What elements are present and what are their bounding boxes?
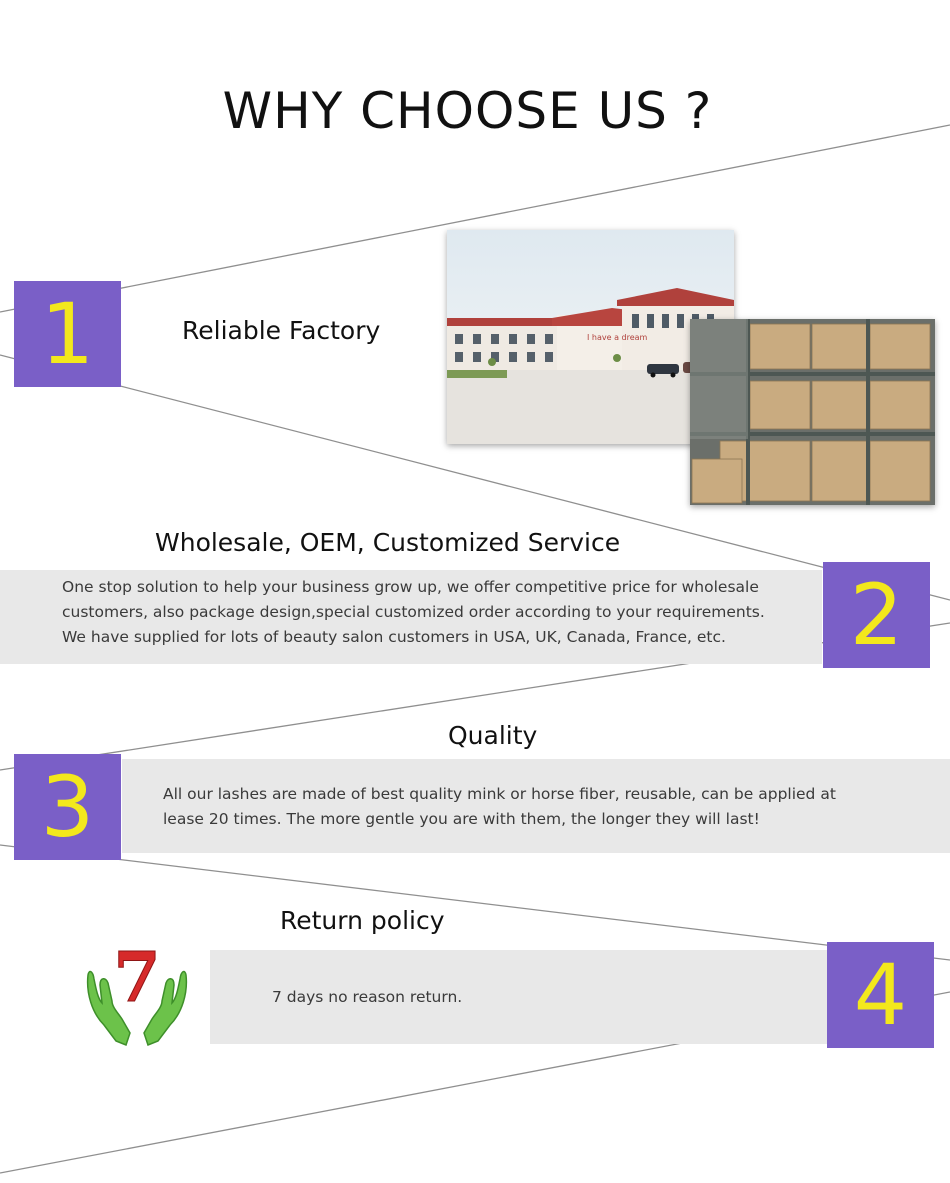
- section-3-band: [122, 759, 950, 853]
- section-number-4: 4: [827, 942, 934, 1048]
- section-2-line: customers, also package design,special c…: [62, 603, 765, 621]
- section-2-band: [0, 570, 822, 664]
- badge-digit-seven: 7: [113, 938, 160, 1018]
- section-number-2: 2: [823, 562, 930, 668]
- section-4-line: 7 days no reason return.: [272, 988, 463, 1006]
- section-2-text: One stop solution to help your business …: [62, 575, 822, 650]
- section-4-band: [210, 950, 828, 1044]
- section-2-line: We have supplied for lots of beauty salo…: [62, 628, 726, 646]
- factory-sign-text: I have a dream: [587, 333, 648, 342]
- section-number-3: 3: [14, 754, 121, 860]
- warehouse-shelves-photo: [690, 319, 935, 505]
- section-heading-return-policy: Return policy: [280, 906, 445, 935]
- section-heading-quality: Quality: [448, 721, 538, 750]
- section-3-line: All our lashes are made of best quality …: [163, 785, 836, 803]
- section-heading-wholesale: Wholesale, OEM, Customized Service: [155, 528, 621, 557]
- seven-days-hands-icon: 7: [82, 933, 192, 1051]
- section-2-line: One stop solution to help your business …: [62, 578, 759, 596]
- section-3-text: All our lashes are made of best quality …: [163, 782, 933, 832]
- section-3-line: lease 20 times. The more gentle you are …: [163, 810, 760, 828]
- page-title: WHY CHOOSE US ?: [222, 82, 713, 140]
- section-heading-reliable-factory: Reliable Factory: [182, 316, 381, 345]
- section-number-1: 1: [14, 281, 121, 387]
- section-4-text: 7 days no reason return.: [272, 985, 792, 1010]
- factory-building-photo: I have a dream: [447, 230, 734, 444]
